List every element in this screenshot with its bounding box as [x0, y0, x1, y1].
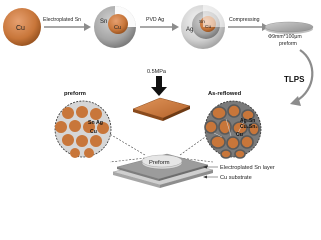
reflowed-cu-label: Cu	[236, 132, 243, 138]
curved-arrow-tlps: TLPS	[284, 49, 314, 106]
ag3sn-label: Ag₃Sn	[240, 118, 255, 124]
tlps-label: TLPS	[284, 75, 305, 84]
electroplated-sn-layer-label: Electroplated Sn layer	[220, 165, 275, 171]
arrow-compressing: Compressing	[228, 17, 269, 31]
step-pvd-ag-label: PVD Ag	[146, 17, 164, 23]
step-compressing-label: Compressing	[229, 17, 260, 23]
preform-zoom-circle: preform Sn Ag Cu	[54, 91, 112, 158]
preform-dimension-label: Φ9mm*100μm	[268, 34, 302, 40]
reflowed-zoom-title: As-reflowed	[208, 91, 242, 97]
cu-substrate-label: Cu substrate	[220, 175, 252, 181]
step-electroplated-sn-label: Electroplated Sn	[43, 17, 81, 23]
stack-callouts: Electroplated Sn layer Cu substrate	[203, 165, 275, 181]
cu-particle-label: Cu	[16, 25, 25, 32]
preform-ag-label: Ag	[96, 120, 103, 126]
preform-cu-label: Cu	[90, 129, 97, 135]
cu-core-label: Cu	[205, 24, 211, 30]
sn-coated-cu-particle: Sn Cu	[94, 6, 136, 48]
sn-layer-label: Sn	[199, 19, 205, 25]
cu6sn5-label: Cu₆Sn₅	[240, 124, 258, 130]
preform-zoom-title: preform	[64, 91, 86, 97]
preform-sn-label: Sn	[88, 120, 95, 126]
arrow-electroplating: Electroplated Sn	[43, 17, 91, 31]
reflowed-zoom-circle: As-reflowed Ag₃Sn Cu₆Sn₅ Cu	[204, 91, 262, 159]
preform-layer-stack: Preform	[112, 153, 214, 188]
cu-particle: Cu	[3, 8, 41, 46]
ag-sn-cu-particle: Ag Sn Cu	[181, 5, 225, 49]
preform-disc: Φ9mm*100μm preform	[264, 21, 314, 47]
ag-shell-label: Ag	[186, 27, 193, 33]
sn-particle-core-label: Cu	[114, 25, 121, 31]
pressure-label: 0.5MPa	[147, 69, 167, 75]
preform-label: preform	[279, 41, 297, 47]
tlps-process-diagram: Cu Electroplated Sn Sn Cu PVD Ag Ag Sn C…	[3, 5, 314, 188]
pressure-arrow: 0.5MPa	[147, 69, 167, 96]
top-copper-plate	[132, 97, 191, 121]
arrow-pvd: PVD Ag	[140, 17, 179, 31]
sn-shell-label: Sn	[100, 19, 107, 25]
stack-preform-label: Preform	[149, 160, 170, 166]
